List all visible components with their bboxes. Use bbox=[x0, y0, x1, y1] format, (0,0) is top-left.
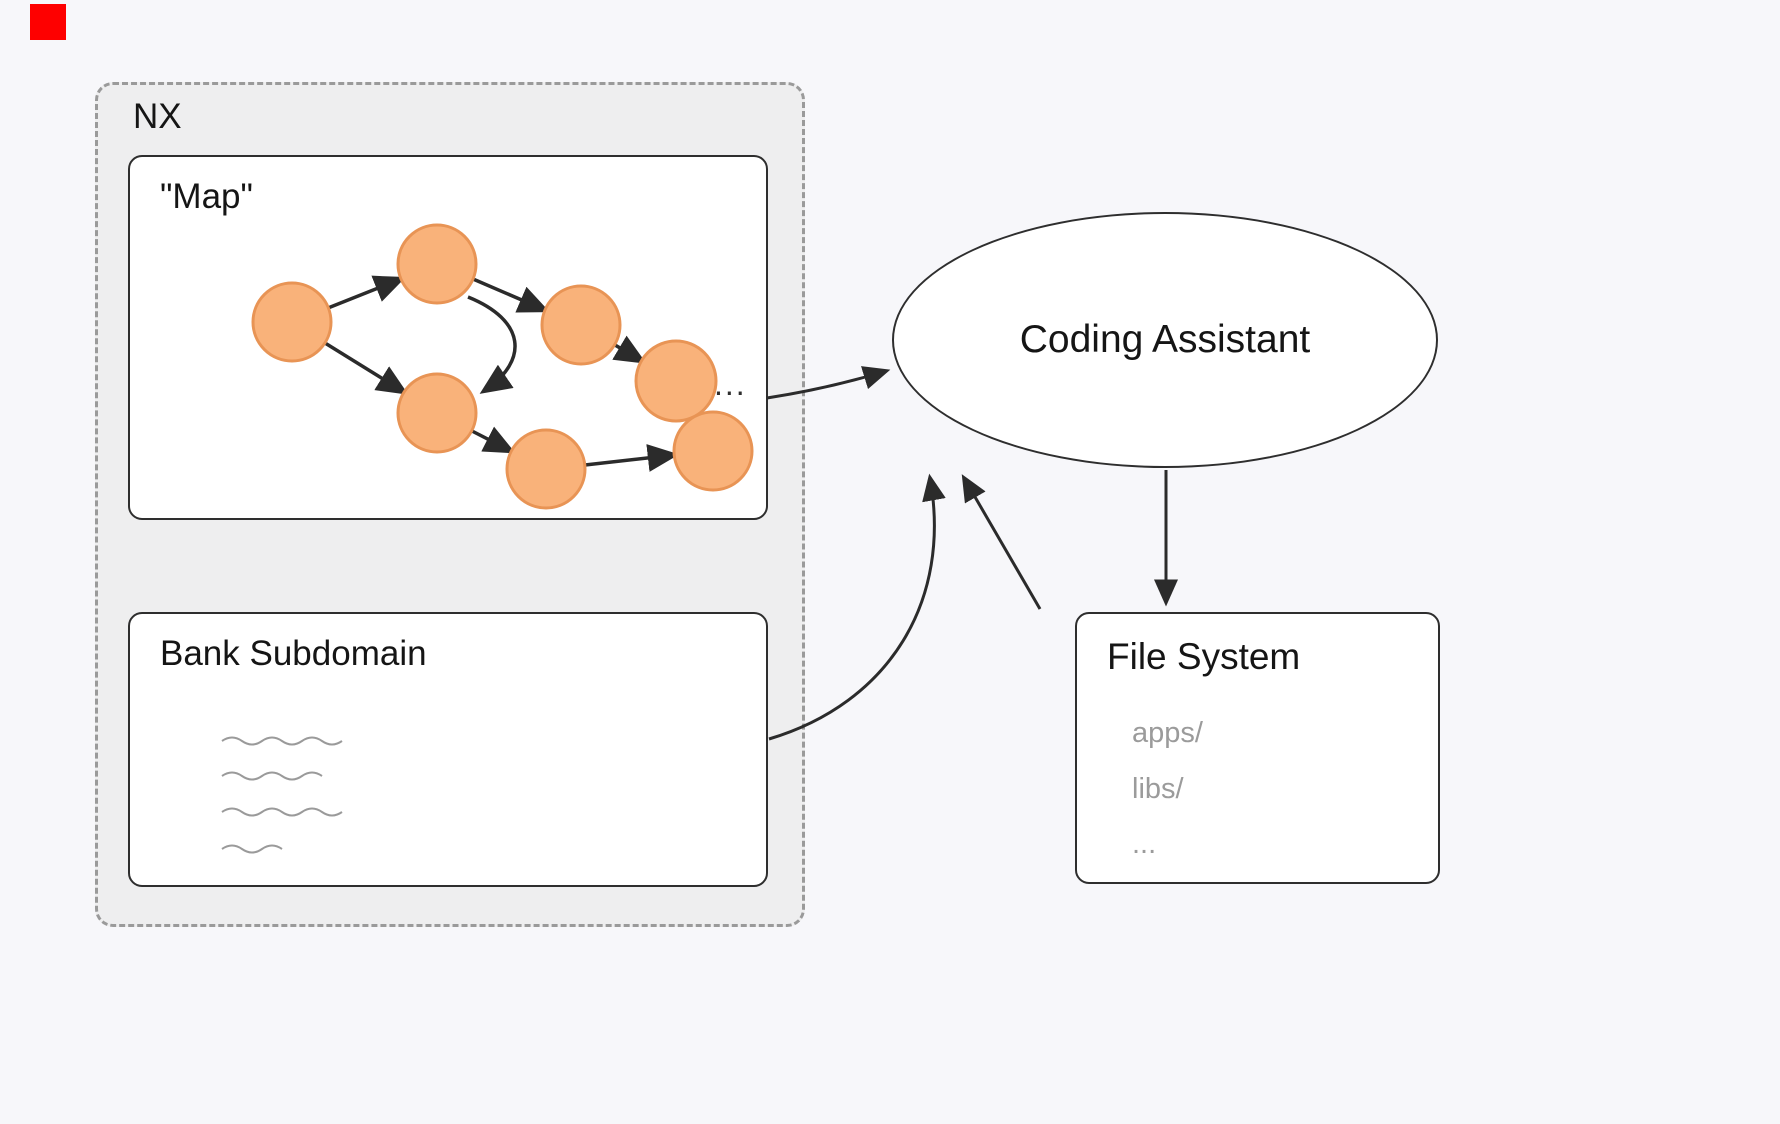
map-graph-ellipsis: ... bbox=[714, 366, 747, 402]
map-box: "Map" bbox=[128, 155, 768, 520]
nx-label: NX bbox=[133, 97, 182, 136]
bank-subdomain-label: Bank Subdomain bbox=[160, 634, 427, 673]
file-system-label: File System bbox=[1107, 636, 1301, 677]
file-system-box: File System apps/ libs/ ... bbox=[1075, 612, 1440, 884]
red-marker-square bbox=[30, 4, 66, 40]
fs-entry-apps: apps/ bbox=[1132, 717, 1203, 749]
coding-assistant-label: Coding Assistant bbox=[1019, 318, 1311, 361]
coding-assistant-ellipse: Coding Assistant bbox=[892, 212, 1438, 468]
bank-subdomain-box: Bank Subdomain bbox=[128, 612, 768, 887]
arrow-filesystem-to-assistant bbox=[961, 474, 1042, 610]
map-label: "Map" bbox=[160, 177, 253, 216]
fs-entry-ellipsis: ... bbox=[1132, 828, 1157, 861]
fs-entry-libs: libs/ bbox=[1132, 772, 1184, 805]
file-system-entries: apps/ libs/ ... bbox=[1132, 706, 1203, 873]
